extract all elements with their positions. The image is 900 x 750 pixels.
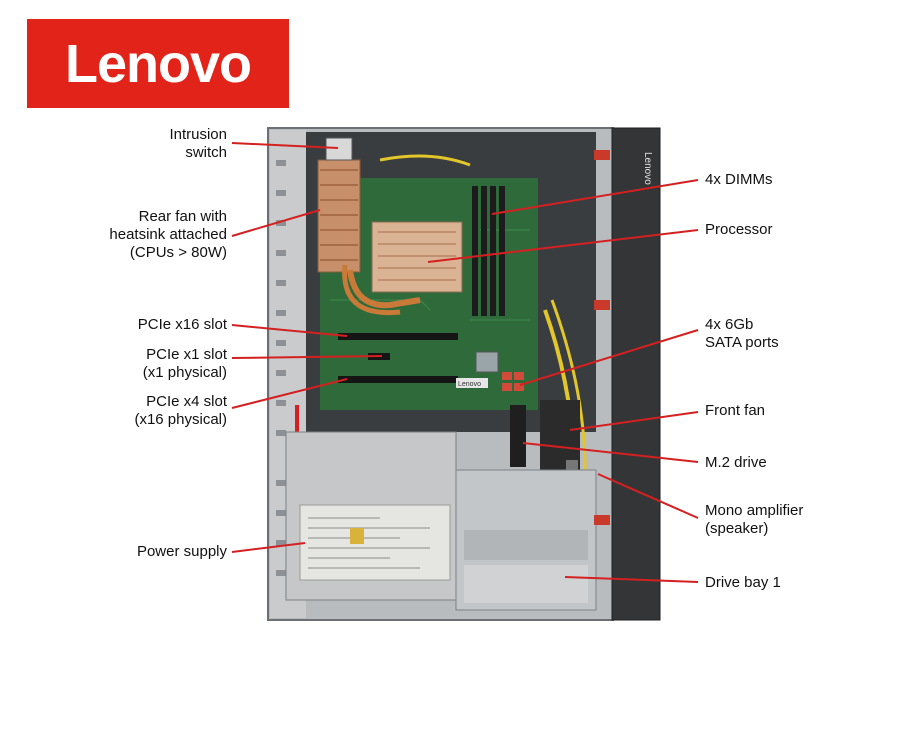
bezel-logo-text: Lenovo bbox=[642, 152, 653, 185]
callout-pcie-x1-slot: PCIe x1 slot (x1 physical) bbox=[142, 346, 227, 381]
chipset bbox=[475, 351, 499, 373]
leader-pcie-x16 bbox=[231, 324, 348, 337]
leader-processor bbox=[427, 229, 699, 263]
callout-pcie-x4-slot: PCIe x4 slot (x16 physical) bbox=[134, 393, 227, 428]
leader-rear-fan bbox=[231, 209, 321, 237]
leader-front-fan bbox=[569, 411, 699, 431]
leader-pcie-x4 bbox=[231, 378, 348, 409]
lenovo-logo: Lenovo bbox=[27, 19, 289, 108]
intrusion-switch-part bbox=[325, 137, 353, 161]
callout-sata-ports: 4x 6Gb SATA ports bbox=[705, 316, 779, 351]
callout-rear-fan: Rear fan with heatsink attached (CPUs > … bbox=[109, 208, 227, 261]
board-logo-plate bbox=[456, 378, 488, 388]
rail-perforation bbox=[276, 160, 286, 576]
leader-power-supply bbox=[231, 542, 306, 553]
leader-drive-bay bbox=[564, 576, 699, 583]
callout-drive-bay-1: Drive bay 1 bbox=[705, 574, 781, 591]
callout-mono-amplifier: Mono amplifier (speaker) bbox=[705, 502, 804, 537]
psu-label bbox=[299, 504, 451, 581]
callout-power-supply: Power supply bbox=[136, 543, 227, 560]
front-fan-part bbox=[540, 400, 580, 470]
rail-red-marker bbox=[295, 405, 299, 445]
callout-m2-drive: M.2 drive bbox=[705, 454, 767, 471]
dimm-slots bbox=[472, 186, 505, 316]
board-logo-text: Lenovo bbox=[458, 381, 481, 388]
callout-front-fan: Front fan bbox=[705, 402, 766, 419]
front-bezel bbox=[611, 127, 661, 621]
callout-processor: Processor bbox=[705, 221, 773, 238]
callout-dimms: 4x DIMMs bbox=[705, 171, 773, 188]
sata-ports-part bbox=[502, 372, 524, 391]
callout-pcie-x16-slot: PCIe x16 slot bbox=[137, 316, 227, 333]
leader-mono-amp bbox=[597, 473, 699, 519]
leader-pcie-x1 bbox=[231, 355, 383, 359]
leader-lines bbox=[231, 142, 699, 583]
yellow-cable bbox=[379, 154, 471, 167]
heat-pipe bbox=[347, 269, 421, 309]
callout-intrusion-switch: Intrusion switch bbox=[169, 126, 227, 161]
m2-drive-part bbox=[510, 405, 526, 467]
leader-dimms bbox=[491, 179, 699, 215]
psu-badge bbox=[350, 528, 364, 544]
heat-pipe bbox=[342, 264, 401, 316]
leader-sata bbox=[519, 329, 699, 386]
leader-intrusion-switch bbox=[231, 142, 339, 149]
pcie-x4-slot-part bbox=[338, 376, 458, 383]
pcie-x16-slot-part bbox=[338, 333, 458, 340]
leader-m2 bbox=[522, 442, 699, 463]
